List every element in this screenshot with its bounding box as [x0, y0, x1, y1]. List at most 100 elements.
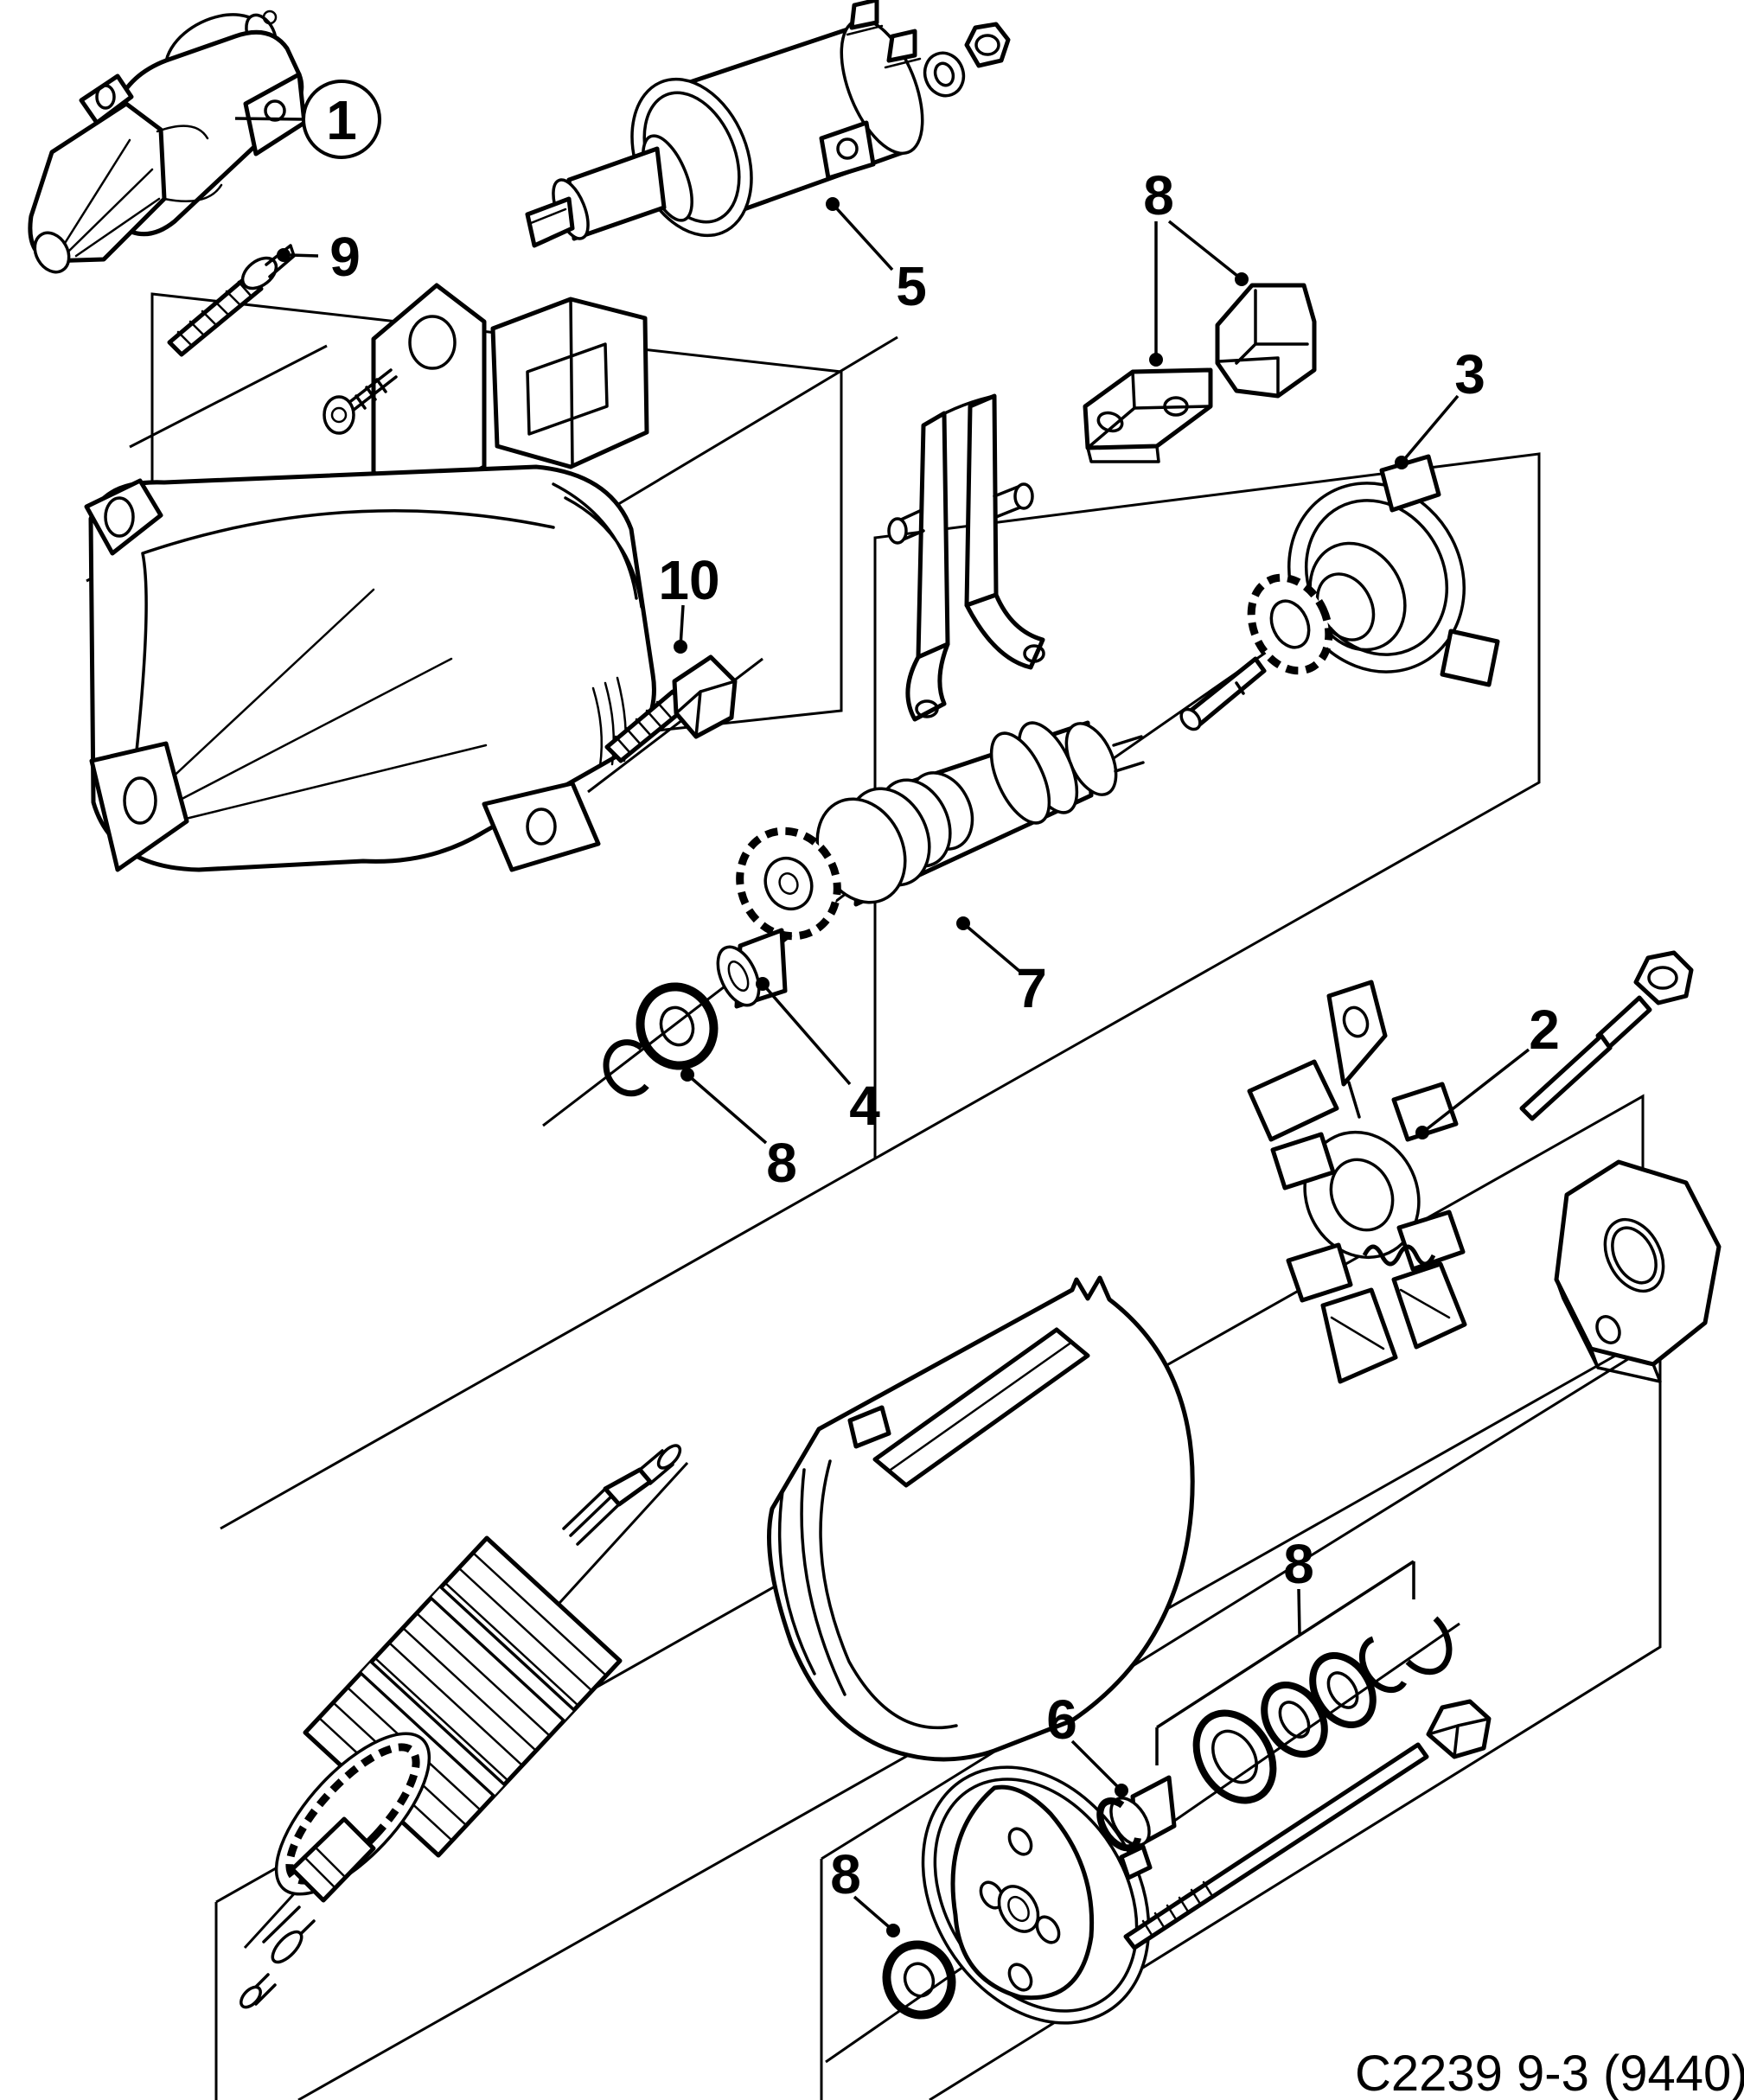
- armature-splines: [562, 1487, 621, 1546]
- solenoid-tip-slot: [529, 207, 567, 225]
- leader-line: [761, 982, 852, 1086]
- callout-label-1: 1: [326, 89, 357, 151]
- field-rim-lips: [777, 1468, 846, 1696]
- part-nut: [964, 22, 1011, 68]
- leader-dot: [1115, 1784, 1128, 1797]
- leader-line: [1400, 394, 1460, 464]
- flange-bolt-head-top: [1647, 966, 1678, 990]
- stud-shank: [167, 272, 264, 357]
- leader-dot: [826, 197, 840, 211]
- part-drive-pinion-clutch: [736, 720, 1145, 941]
- field-rim-tab: [847, 1405, 891, 1449]
- solenoid-mount-tab: [819, 120, 876, 181]
- armature-tip-end: [240, 1985, 262, 2009]
- solenoid-stud-1: [849, 0, 879, 30]
- fork-foot-hole-right: [1023, 644, 1045, 663]
- through-bolt-threads: [1141, 1880, 1214, 1937]
- callout-label-5: 5: [896, 255, 927, 317]
- part-flange-bolt: [1519, 950, 1694, 1121]
- callout-label-3: 3: [1454, 343, 1485, 405]
- part-shift-fork: [887, 393, 1045, 722]
- endcap-hub: [997, 1885, 1040, 1933]
- brush-terminal-tab: [1326, 980, 1388, 1087]
- solenoid-stud-threads: [846, 24, 922, 69]
- armature-rear-cone: [603, 1467, 653, 1507]
- flange-bolt-thread-body: [1519, 1033, 1613, 1121]
- field-opening: [819, 1459, 958, 1730]
- leader-dot: [680, 1068, 694, 1082]
- snap-ring-1: [1358, 1636, 1408, 1694]
- part-terminal-clip: [1083, 367, 1213, 463]
- part-mounting-bolt: [604, 654, 738, 763]
- brush-foot-lines: [1330, 1288, 1451, 1350]
- endcap-hole-3: [1035, 1915, 1061, 1944]
- leader-dot: [886, 1924, 900, 1937]
- brush-foot-left: [1320, 1287, 1398, 1384]
- leader-dot: [756, 977, 770, 991]
- housing-ear-top: [84, 478, 163, 556]
- housing-flange-arcs: [552, 482, 643, 609]
- shaft3-tip: [1179, 707, 1202, 731]
- leader-line: [679, 604, 685, 648]
- starter-nose-hole: [33, 231, 71, 274]
- housing-screw-head: [323, 395, 355, 435]
- leader-line: [686, 1073, 768, 1145]
- solenoid-stud-2: [886, 29, 917, 63]
- part-drive-housing: [84, 283, 656, 872]
- armature-band-gaps: [361, 1587, 574, 1796]
- armature-shaft-step: [271, 1930, 303, 1964]
- housing-foot-left: [89, 741, 189, 872]
- field-slot-line: [889, 1340, 1074, 1471]
- part-brush-holder: [1247, 980, 1467, 1384]
- flange-small-hole: [1595, 1315, 1621, 1344]
- clip-hole-2: [1163, 396, 1189, 417]
- part-flange-plate: [1554, 1159, 1722, 1383]
- through-bolt-head-facets: [1427, 1717, 1491, 1759]
- fork-pin-left-end: [887, 517, 908, 545]
- part-circlip: [603, 1039, 649, 1097]
- housing-foot-right: [482, 781, 601, 872]
- leader-dot: [1415, 1126, 1429, 1139]
- part-solenoid: [525, 0, 924, 248]
- washer-mid-1: [1261, 1682, 1328, 1758]
- callout-label-8: 8: [830, 1843, 861, 1905]
- group-box-end-cap: [820, 1337, 1662, 2100]
- armature-commutator: [290, 1816, 376, 1903]
- housing-foot-right-hole: [526, 807, 557, 846]
- part-end-bearing: [882, 1940, 956, 2020]
- part-field-housing: [767, 1275, 1195, 1762]
- washer-large: [1192, 1709, 1277, 1804]
- brush-plate: [1303, 1130, 1421, 1260]
- housing-ear-top-hole: [104, 496, 135, 538]
- part-washer-set: [1192, 1616, 1453, 1804]
- callout-label-9: 9: [329, 226, 361, 288]
- pinion-hub: [763, 856, 814, 911]
- endcap-hole-1: [1007, 1827, 1033, 1856]
- armature-rear-tip: [638, 1449, 674, 1485]
- flange-tab-top: [1379, 454, 1441, 513]
- part-starter-assembly: [28, 10, 307, 274]
- leader-line: [831, 202, 894, 271]
- flange-tab-right: [1440, 629, 1500, 687]
- through-bolt-shank: [1123, 1742, 1429, 1950]
- brush-box-ne: [1391, 1082, 1459, 1142]
- figure-code: C2239 9-3 (9440): [1355, 2046, 1744, 2100]
- shaft3-pinion-hub: [1269, 599, 1311, 649]
- bolt10-head-facets: [674, 680, 737, 738]
- armature-bands: [359, 1586, 576, 1797]
- housing-foot-left-hole: [123, 776, 157, 825]
- part-through-bolt: [1123, 1699, 1492, 1950]
- brush-box-sw: [1286, 1242, 1353, 1303]
- flange-thickness: [1555, 1278, 1662, 1383]
- part-armature: [240, 1444, 682, 2009]
- part-bearing-ring: [636, 982, 719, 1070]
- leader-dot: [956, 916, 970, 930]
- part-end-bushing: [1096, 1775, 1177, 1852]
- part-shaft-drive-assembly: [1179, 454, 1500, 731]
- brush-tab-hole: [1342, 1005, 1370, 1038]
- commutator-bands: [303, 1845, 348, 1890]
- callout-circle: [302, 80, 381, 159]
- brush-tab-stem: [1347, 1081, 1361, 1119]
- callout-label-7: 7: [1016, 957, 1047, 1019]
